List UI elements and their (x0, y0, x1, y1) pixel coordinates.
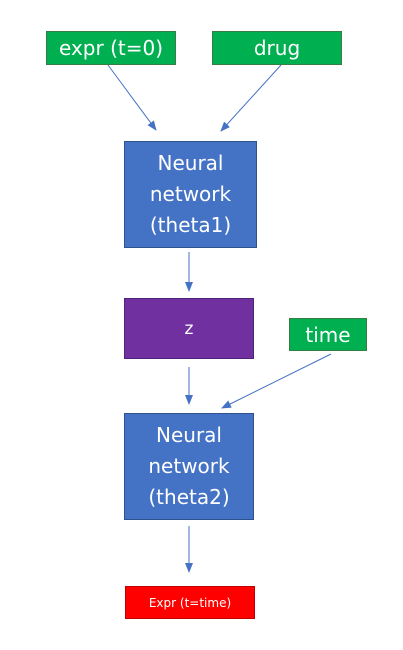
neural-network-theta2-box: Neural network (theta2) (124, 413, 254, 520)
arrow-expr-to-nn1 (107, 64, 157, 131)
latent-z-label: z (184, 318, 194, 339)
input-time-label: time (305, 322, 351, 347)
input-drug-box: drug (212, 31, 342, 65)
neural-network-theta1-box: Neural network (theta1) (124, 141, 257, 248)
input-expr-box: expr (t=0) (46, 31, 176, 65)
neural-network-theta1-label: Neural network (theta1) (149, 151, 232, 237)
arrow-drug-to-nn1 (220, 64, 282, 132)
output-expr-label: Expr (t=time) (148, 595, 232, 610)
output-expr-box: Expr (t=time) (125, 586, 255, 619)
arrow-time-to-nn2 (221, 353, 332, 409)
input-time-box: time (289, 318, 367, 351)
neural-network-theta2-label: Neural network (theta2) (148, 423, 230, 509)
input-expr-label: expr (t=0) (59, 36, 163, 60)
input-drug-label: drug (253, 36, 301, 60)
latent-z-box: z (124, 298, 254, 359)
